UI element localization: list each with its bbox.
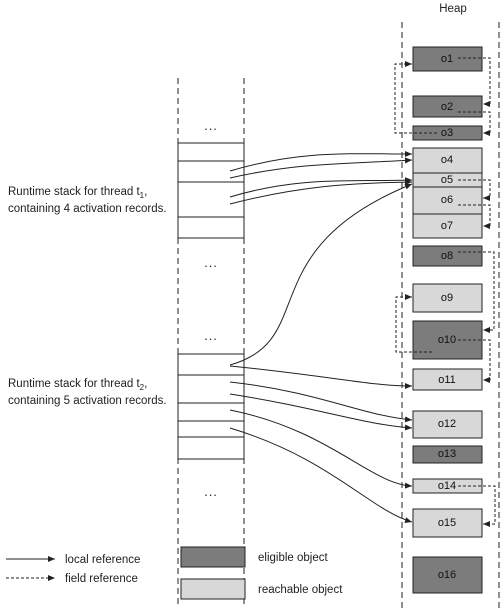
field-reference-arrow — [458, 251, 495, 333]
heap-object-label: o1 — [441, 53, 453, 65]
heap-object-o7 — [412, 213, 483, 239]
heap-object-label: o11 — [438, 374, 456, 386]
heap-object-label: o10 — [438, 334, 456, 346]
heap-object-o6 — [412, 186, 483, 215]
local-references — [229, 150, 413, 523]
stack-ellipsis: ... — [204, 118, 218, 133]
local-reference-arrow — [229, 183, 413, 366]
heap-object-labels: o1 o2 o3 o4 o5 o6 o7 o8 o9 o10 o11 o12 o… — [438, 53, 456, 581]
heap-object-label: o3 — [441, 127, 453, 139]
field-reference-arrow — [458, 204, 491, 229]
stack-ellipsis: ... — [204, 484, 218, 499]
heap-object-o8 — [412, 245, 483, 267]
stack-ellipsis: ... — [204, 328, 218, 343]
heap-object-label: o5 — [441, 174, 453, 186]
field-reference-arrow — [395, 294, 432, 353]
heap-object-label: o13 — [438, 448, 456, 460]
heap-object-label: o7 — [441, 220, 453, 232]
heap-object-o14 — [412, 478, 483, 494]
heap-object-label: o4 — [441, 154, 453, 166]
field-reference-arrow — [458, 485, 496, 527]
local-reference-arrow — [229, 409, 413, 489]
heap-object-o11 — [412, 368, 483, 391]
stack-ellipsis: ... — [204, 255, 218, 270]
activation-record — [177, 181, 245, 218]
activation-record — [177, 436, 245, 460]
local-reference-arrow — [229, 177, 413, 198]
heap-objects — [412, 46, 483, 594]
thread1-stack — [177, 142, 245, 239]
heap-object-label: o14 — [438, 480, 456, 492]
local-reference-arrow — [229, 157, 413, 179]
local-reference-arrow — [229, 365, 413, 389]
heap-object-o13 — [412, 445, 483, 464]
legend-reachable-label: reachable object — [258, 584, 343, 596]
activation-record — [177, 216, 245, 239]
heap-object-label: o12 — [438, 418, 456, 430]
thread2-stack — [177, 353, 245, 460]
legend-local-reference-label: local reference — [65, 554, 140, 566]
heap-title: Heap — [439, 3, 467, 15]
activation-record — [177, 353, 245, 376]
heap-object-o12 — [412, 410, 483, 439]
local-reference-arrow — [229, 150, 413, 172]
activation-record — [177, 160, 245, 183]
activation-record — [177, 374, 245, 404]
field-reference-arrow — [458, 111, 491, 136]
local-reference-arrow — [229, 381, 413, 423]
legend-reachable-swatch — [180, 578, 246, 600]
thread2-label: Runtime stack for thread t2, containing … — [8, 378, 167, 407]
thread1-label: Runtime stack for thread t1, containing … — [8, 186, 167, 215]
heap-object-label: o9 — [441, 292, 453, 304]
field-reference-arrow — [458, 57, 491, 107]
heap-object-o9 — [412, 283, 483, 313]
heap-object-label: o8 — [441, 250, 453, 262]
field-reference-arrow — [394, 61, 437, 134]
activation-record — [177, 402, 245, 422]
heap-object-o15 — [412, 508, 483, 538]
legend-field-reference-label: field reference — [65, 573, 138, 585]
legend: local reference field reference eligible… — [6, 546, 343, 600]
local-reference-arrow — [229, 179, 413, 205]
field-reference-arrow — [458, 339, 491, 383]
heap-object-label: o15 — [438, 517, 456, 529]
heap-object-o4 — [412, 147, 483, 174]
heap-object-o16 — [412, 556, 483, 594]
heap-object-o3 — [412, 125, 483, 141]
heap-object-label: o2 — [441, 101, 453, 113]
local-reference-arrow — [229, 427, 413, 523]
local-reference-arrow — [229, 393, 413, 431]
field-references — [394, 57, 496, 527]
heap-object-label: o6 — [441, 194, 453, 206]
heap-object-o1 — [412, 46, 483, 72]
legend-eligible-label: eligible object — [258, 552, 328, 564]
heap-object-label: o16 — [438, 569, 456, 581]
activation-record — [177, 142, 245, 162]
legend-eligible-swatch — [180, 546, 246, 568]
field-reference-arrow — [458, 179, 491, 201]
